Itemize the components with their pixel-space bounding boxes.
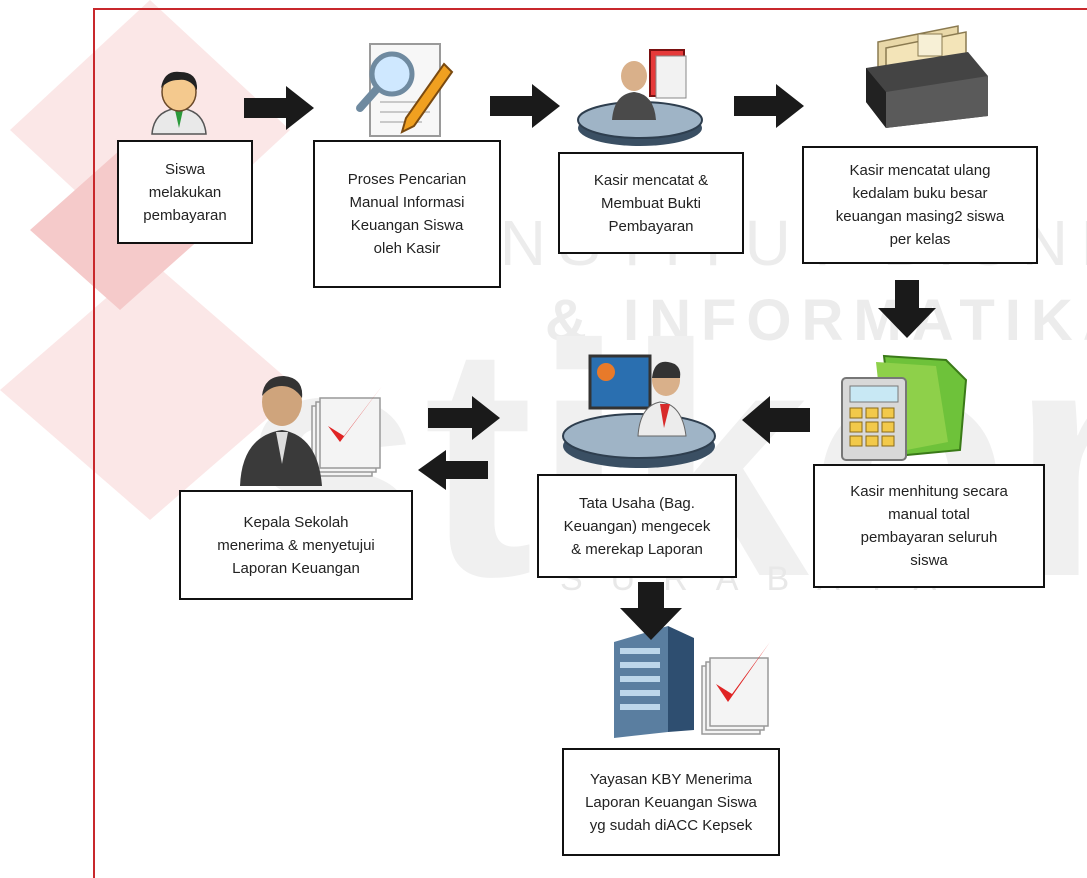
step-siswa-text: Siswa melakukan pembayaran [143, 158, 226, 227]
step-kasir-buku-line: kedalam buku besar [852, 185, 988, 202]
step-kasir-bukti-text: Kasir mencatat & Membuat Bukti Pembayara… [594, 169, 708, 238]
arrow-tata-usaha-to-kepsek [418, 450, 488, 490]
arrow-kepsek-to-tata-usaha [428, 396, 500, 440]
principal-approval-icon [240, 376, 382, 486]
page-frame [93, 8, 1087, 878]
step-kasir-buku-text: Kasir mencatat ulang kedalam buku besar … [836, 159, 1004, 251]
step-siswa-box: Siswa melakukan pembayaran [117, 140, 253, 244]
admin-computer-icon [562, 354, 716, 468]
step-kasir-hitung-text: Kasir menhitung secara manual total pemb… [850, 480, 1008, 572]
step-kasir-bukti-line: Membuat Bukti [600, 194, 702, 212]
step-yayasan-line: Laporan Keuangan Siswa [585, 793, 757, 811]
step-yayasan-line: yg sudah diACC Kepsek [589, 816, 753, 834]
step-kepsek-line: Kepala Sekolah [243, 513, 349, 531]
step-yayasan-text: Yayasan KBY Menerima Laporan Keuangan Si… [585, 768, 757, 837]
step-kasir-bukti-line: Pembayaran [608, 217, 694, 235]
step-siswa-line: melakukan [148, 183, 222, 201]
step-tata-usaha-line: Tata Usaha (Bag. [579, 494, 695, 512]
step-kasir-hitung-line: manual total [888, 506, 970, 523]
step-tata-usaha-line: Keuangan) mengecek [563, 517, 711, 535]
step-siswa-line: pembayaran [143, 206, 227, 224]
step-kasir-hitung-line: Kasir menhitung secara [850, 483, 1008, 500]
step-yayasan-line: Yayasan KBY Menerima [589, 770, 752, 788]
step-pencarian-box: Proses Pencarian Manual Informasi Keuang… [313, 140, 501, 288]
arrow-siswa-to-pencarian [244, 86, 314, 130]
arrow-tata-usaha-to-yayasan [620, 582, 682, 640]
step-kepsek-line: Laporan Keuangan [232, 559, 360, 577]
search-document-icon [356, 43, 454, 137]
card-file-box-icon [866, 25, 988, 128]
step-pencarian-line: Keuangan Siswa [350, 217, 464, 234]
step-kasir-buku-box: Kasir mencatat ulang kedalam buku besar … [802, 146, 1038, 264]
step-pencarian-line: Manual Informasi [349, 194, 465, 211]
arrow-kasir-bukti-to-buku [734, 84, 804, 128]
step-tata-usaha-line: & merekap Laporan [571, 540, 703, 558]
step-yayasan-box: Yayasan KBY Menerima Laporan Keuangan Si… [562, 748, 780, 856]
step-tata-usaha-text: Tata Usaha (Bag. Keuangan) mengecek & me… [564, 492, 711, 561]
step-kepsek-line: menerima & menyetujui [217, 536, 375, 554]
step-kepsek-box: Kepala Sekolah menerima & menyetujui Lap… [179, 490, 413, 600]
arrow-buku-to-hitung [878, 280, 936, 338]
step-kasir-hitung-line: pembayaran seluruh [860, 529, 998, 546]
arrow-pencarian-to-kasir-bukti [490, 84, 560, 128]
step-kasir-hitung-box: Kasir menhitung secara manual total pemb… [813, 464, 1045, 588]
step-pencarian-line: Proses Pencarian [347, 171, 467, 188]
step-kasir-bukti-line: Kasir mencatat & [593, 171, 709, 189]
cashier-icon [577, 49, 703, 146]
step-kasir-buku-line: per kelas [889, 231, 951, 248]
step-pencarian-line: oleh Kasir [373, 240, 441, 257]
step-kasir-hitung-line: siswa [910, 552, 948, 569]
step-kasir-buku-line: Kasir mencatat ulang [849, 162, 991, 179]
step-kasir-bukti-box: Kasir mencatat & Membuat Bukti Pembayara… [558, 152, 744, 254]
building-approval-icon [614, 626, 770, 738]
student-icon [151, 71, 207, 135]
step-siswa-line: Siswa [164, 160, 205, 178]
step-pencarian-text: Proses Pencarian Manual Informasi Keuang… [348, 168, 466, 260]
step-tata-usaha-box: Tata Usaha (Bag. Keuangan) mengecek & me… [537, 474, 737, 578]
calculator-folder-icon [841, 354, 968, 461]
step-kasir-buku-line: keuangan masing2 siswa [835, 208, 1005, 225]
step-kepsek-text: Kepala Sekolah menerima & menyetujui Lap… [217, 511, 375, 580]
arrow-hitung-to-tata-usaha [742, 396, 810, 444]
